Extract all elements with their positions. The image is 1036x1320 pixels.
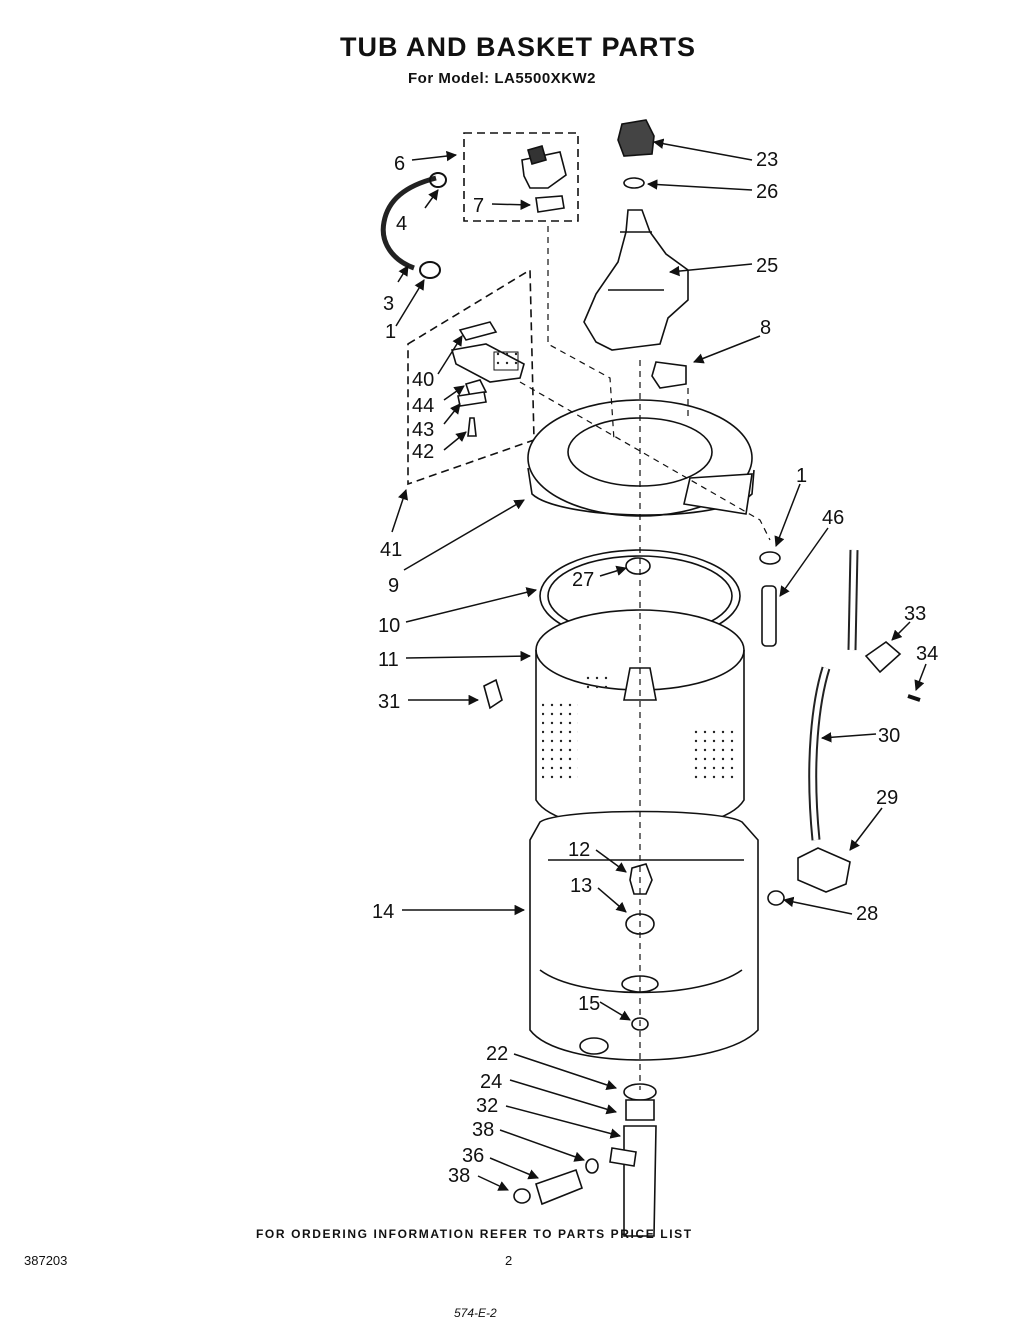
callout-32: 32 <box>476 1095 498 1117</box>
dispenser-part <box>521 145 567 213</box>
page-number: 2 <box>505 1253 513 1268</box>
callout-14: 14 <box>372 901 394 923</box>
page-title: TUB AND BASKET PARTS <box>340 32 696 62</box>
callout-26: 26 <box>756 181 778 203</box>
callout-11: 11 <box>378 649 399 671</box>
callout-1-right: 1 <box>796 465 807 487</box>
dispenser-group-box <box>463 132 579 222</box>
clip-part <box>483 678 503 710</box>
pump-seal-part <box>767 890 785 906</box>
clamp-lower-part <box>419 261 441 279</box>
callout-36: 36 <box>462 1145 484 1167</box>
callout-41: 41 <box>380 539 402 561</box>
hose-part <box>380 175 437 271</box>
ordering-note: FOR ORDERING INFORMATION REFER TO PARTS … <box>256 1227 693 1241</box>
callout-40: 40 <box>412 369 434 391</box>
clamp-part <box>429 172 447 188</box>
screw-part <box>907 694 921 702</box>
pump-part <box>797 847 851 893</box>
callout-24: 24 <box>480 1071 502 1093</box>
callout-33: 33 <box>904 603 926 625</box>
callout-38-lower: 38 <box>448 1165 470 1187</box>
callout-23: 23 <box>756 149 778 171</box>
bleach-dispenser-part <box>450 321 525 437</box>
tub-ring-part <box>527 399 755 517</box>
callout-31: 31 <box>378 691 400 713</box>
agitator-part <box>583 209 689 351</box>
seal-plate-part <box>651 361 687 389</box>
callout-6: 6 <box>394 153 405 175</box>
callout-27: 27 <box>572 569 594 591</box>
callout-22: 22 <box>486 1043 508 1065</box>
drain-pipe-assembly <box>513 1083 657 1237</box>
nut-part <box>625 557 651 575</box>
agitator-cap-part <box>617 119 655 189</box>
callout-30: 30 <box>878 725 900 747</box>
callout-8: 8 <box>760 317 771 339</box>
callout-42: 42 <box>412 441 434 463</box>
callout-7: 7 <box>473 195 484 217</box>
handwritten-code: 574-E-2 <box>454 1306 497 1320</box>
callout-1-upper: 1 <box>385 321 396 343</box>
callout-15: 15 <box>578 993 600 1015</box>
coupling-part <box>761 585 777 647</box>
callout-28: 28 <box>856 903 878 925</box>
callout-46: 46 <box>822 507 844 529</box>
callout-25: 25 <box>756 255 778 277</box>
callout-10: 10 <box>378 615 400 637</box>
callout-12: 12 <box>568 839 590 861</box>
callout-29: 29 <box>876 787 898 809</box>
drain-hose-inner <box>849 549 857 651</box>
callout-4: 4 <box>396 213 407 235</box>
callout-44: 44 <box>412 395 434 417</box>
model-subtitle: For Model: LA5500XKW2 <box>408 70 597 87</box>
clamp-ring-part <box>759 551 781 565</box>
callout-9: 9 <box>388 575 399 597</box>
callout-38-upper: 38 <box>472 1119 494 1141</box>
callout-13: 13 <box>570 875 592 897</box>
callout-3: 3 <box>383 293 394 315</box>
bracket-part <box>864 640 902 674</box>
document-number: 387203 <box>24 1253 68 1268</box>
basket-part <box>535 609 745 831</box>
callout-43: 43 <box>412 419 434 441</box>
callout-34: 34 <box>916 643 938 665</box>
